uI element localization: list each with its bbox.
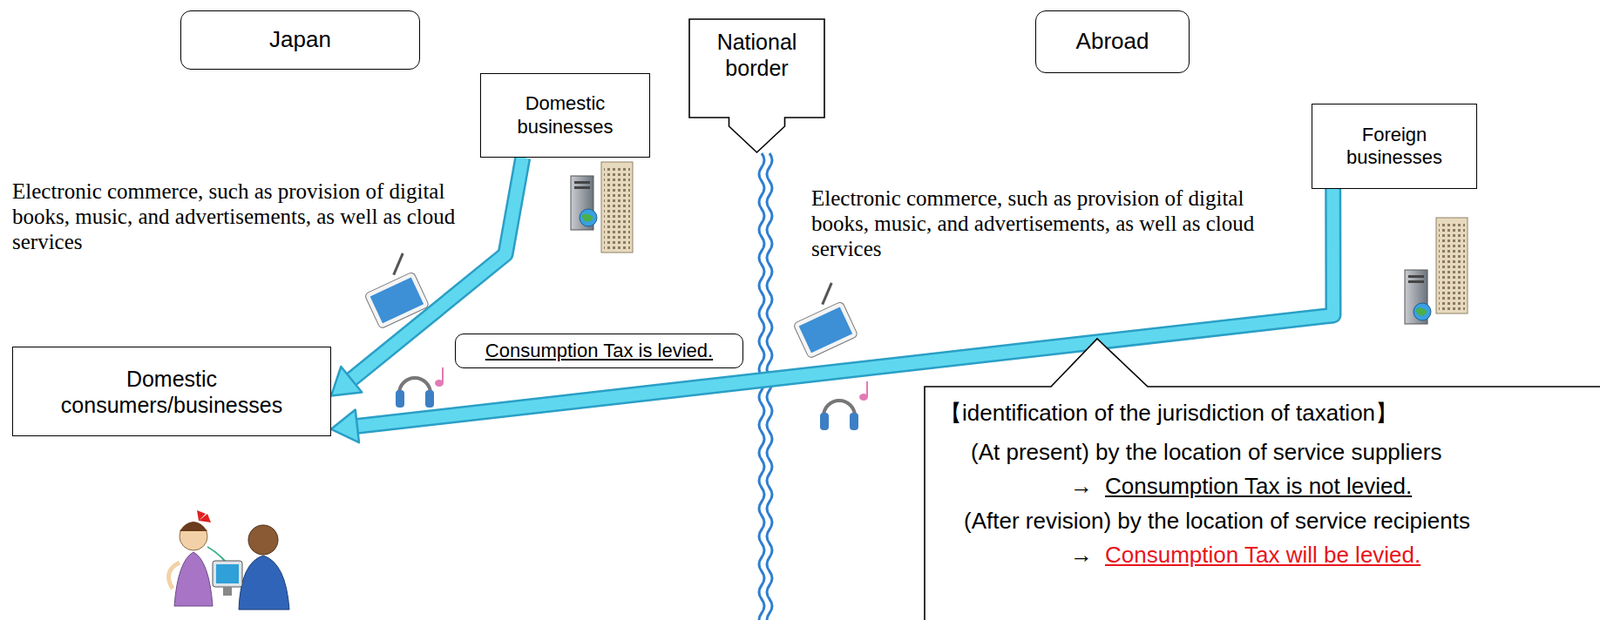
people-illustration-part xyxy=(212,561,243,588)
people-illustration-part xyxy=(174,552,213,607)
label-box: Domestic consumers/businesses xyxy=(12,346,332,437)
building-icon-part xyxy=(603,165,631,250)
server-icon-part xyxy=(1408,280,1424,284)
text-row: (At present) by the location of service … xyxy=(970,439,1442,467)
server-icon-part xyxy=(1413,303,1431,321)
node-text: → xyxy=(1070,542,1093,570)
node-outline-path xyxy=(689,19,825,153)
node-text: (At present) by the location of service … xyxy=(970,439,1442,467)
node-text: → xyxy=(1070,473,1093,501)
people-illustration-part xyxy=(179,522,208,532)
label-box: Japan xyxy=(180,10,421,70)
text-row: → Consumption Tax is not levied. xyxy=(1070,473,1412,501)
people-illustration-part xyxy=(216,564,239,584)
headphones-icon-part xyxy=(849,413,859,431)
node-text: 【identification of the jurisdiction of t… xyxy=(939,400,1398,428)
headphones-icon-part xyxy=(823,400,855,417)
server-icon-part xyxy=(574,181,590,184)
tablet-icon-part xyxy=(815,283,839,306)
server-icon-part xyxy=(574,186,590,190)
people-illustration-part xyxy=(169,562,181,590)
people-illustration-part xyxy=(238,555,290,611)
node-text: Domestic businesses xyxy=(498,92,632,139)
people-illustration-part xyxy=(248,525,278,556)
headphones-icon-part xyxy=(820,413,829,431)
tablet-icon-part xyxy=(793,301,859,360)
headphones-icon-part xyxy=(395,390,405,408)
building-icon xyxy=(601,162,633,253)
node-outline-path xyxy=(924,338,1600,620)
people-illustration-part xyxy=(196,510,211,523)
arrow-head xyxy=(331,366,362,397)
people-illustration xyxy=(169,510,291,611)
node-text: Consumption Tax is not levied. xyxy=(1105,473,1412,501)
headphones-icon-part xyxy=(866,381,868,398)
note-text: Electronic commerce, such as provision o… xyxy=(811,185,1278,262)
label-box: Foreign businesses xyxy=(1311,103,1478,190)
node-text: Domestic consumers/businesses xyxy=(23,366,320,419)
server-icon-part xyxy=(581,213,594,222)
border-callout: National border xyxy=(688,18,826,154)
tablet-icon-part xyxy=(799,306,853,353)
node-text: Consumption Tax will be levied. xyxy=(1105,542,1421,570)
server-icon-part xyxy=(1415,307,1428,316)
people-illustration-part xyxy=(179,522,208,551)
tablet-icon-part xyxy=(386,253,410,276)
arrow-head xyxy=(331,410,360,444)
building-icon-part xyxy=(1438,221,1465,311)
node-text: Foreign businesses xyxy=(1329,123,1459,170)
node-text: (After revision) by the location of serv… xyxy=(963,508,1471,536)
headphones-icon xyxy=(820,381,868,431)
label-box: Abroad xyxy=(1035,10,1190,74)
callout-box: 【identification of the jurisdiction of t… xyxy=(923,386,1600,620)
node-text: Consumption Tax is levied. xyxy=(485,339,713,363)
headphones-icon-part xyxy=(399,378,431,394)
node-text: National border xyxy=(700,28,814,82)
tablet-icon xyxy=(784,282,859,360)
headphones-icon-part xyxy=(425,390,434,408)
people-illustration-part xyxy=(223,587,232,597)
headphones-icon xyxy=(395,367,444,408)
server-icon xyxy=(1404,270,1431,325)
building-icon-part xyxy=(601,162,633,253)
headphones-icon-part xyxy=(441,367,444,384)
node-text: Japan xyxy=(269,26,332,54)
text-row: (After revision) by the location of serv… xyxy=(963,508,1471,536)
node-text: Abroad xyxy=(1076,27,1150,55)
label-box: Consumption Tax is levied. xyxy=(454,333,744,369)
building-icon xyxy=(1436,217,1468,314)
building-icon-part xyxy=(1436,217,1468,314)
text-row: → Consumption Tax will be levied. xyxy=(1070,542,1421,570)
server-icon xyxy=(570,176,597,231)
text-row: 【identification of the jurisdiction of t… xyxy=(939,400,1398,428)
note-text: Electronic commerce, such as provision o… xyxy=(12,178,466,255)
label-box: Domestic businesses xyxy=(480,73,651,158)
tablet-icon-part xyxy=(370,277,424,324)
server-icon-part xyxy=(1408,275,1424,278)
server-icon-part xyxy=(579,209,597,227)
